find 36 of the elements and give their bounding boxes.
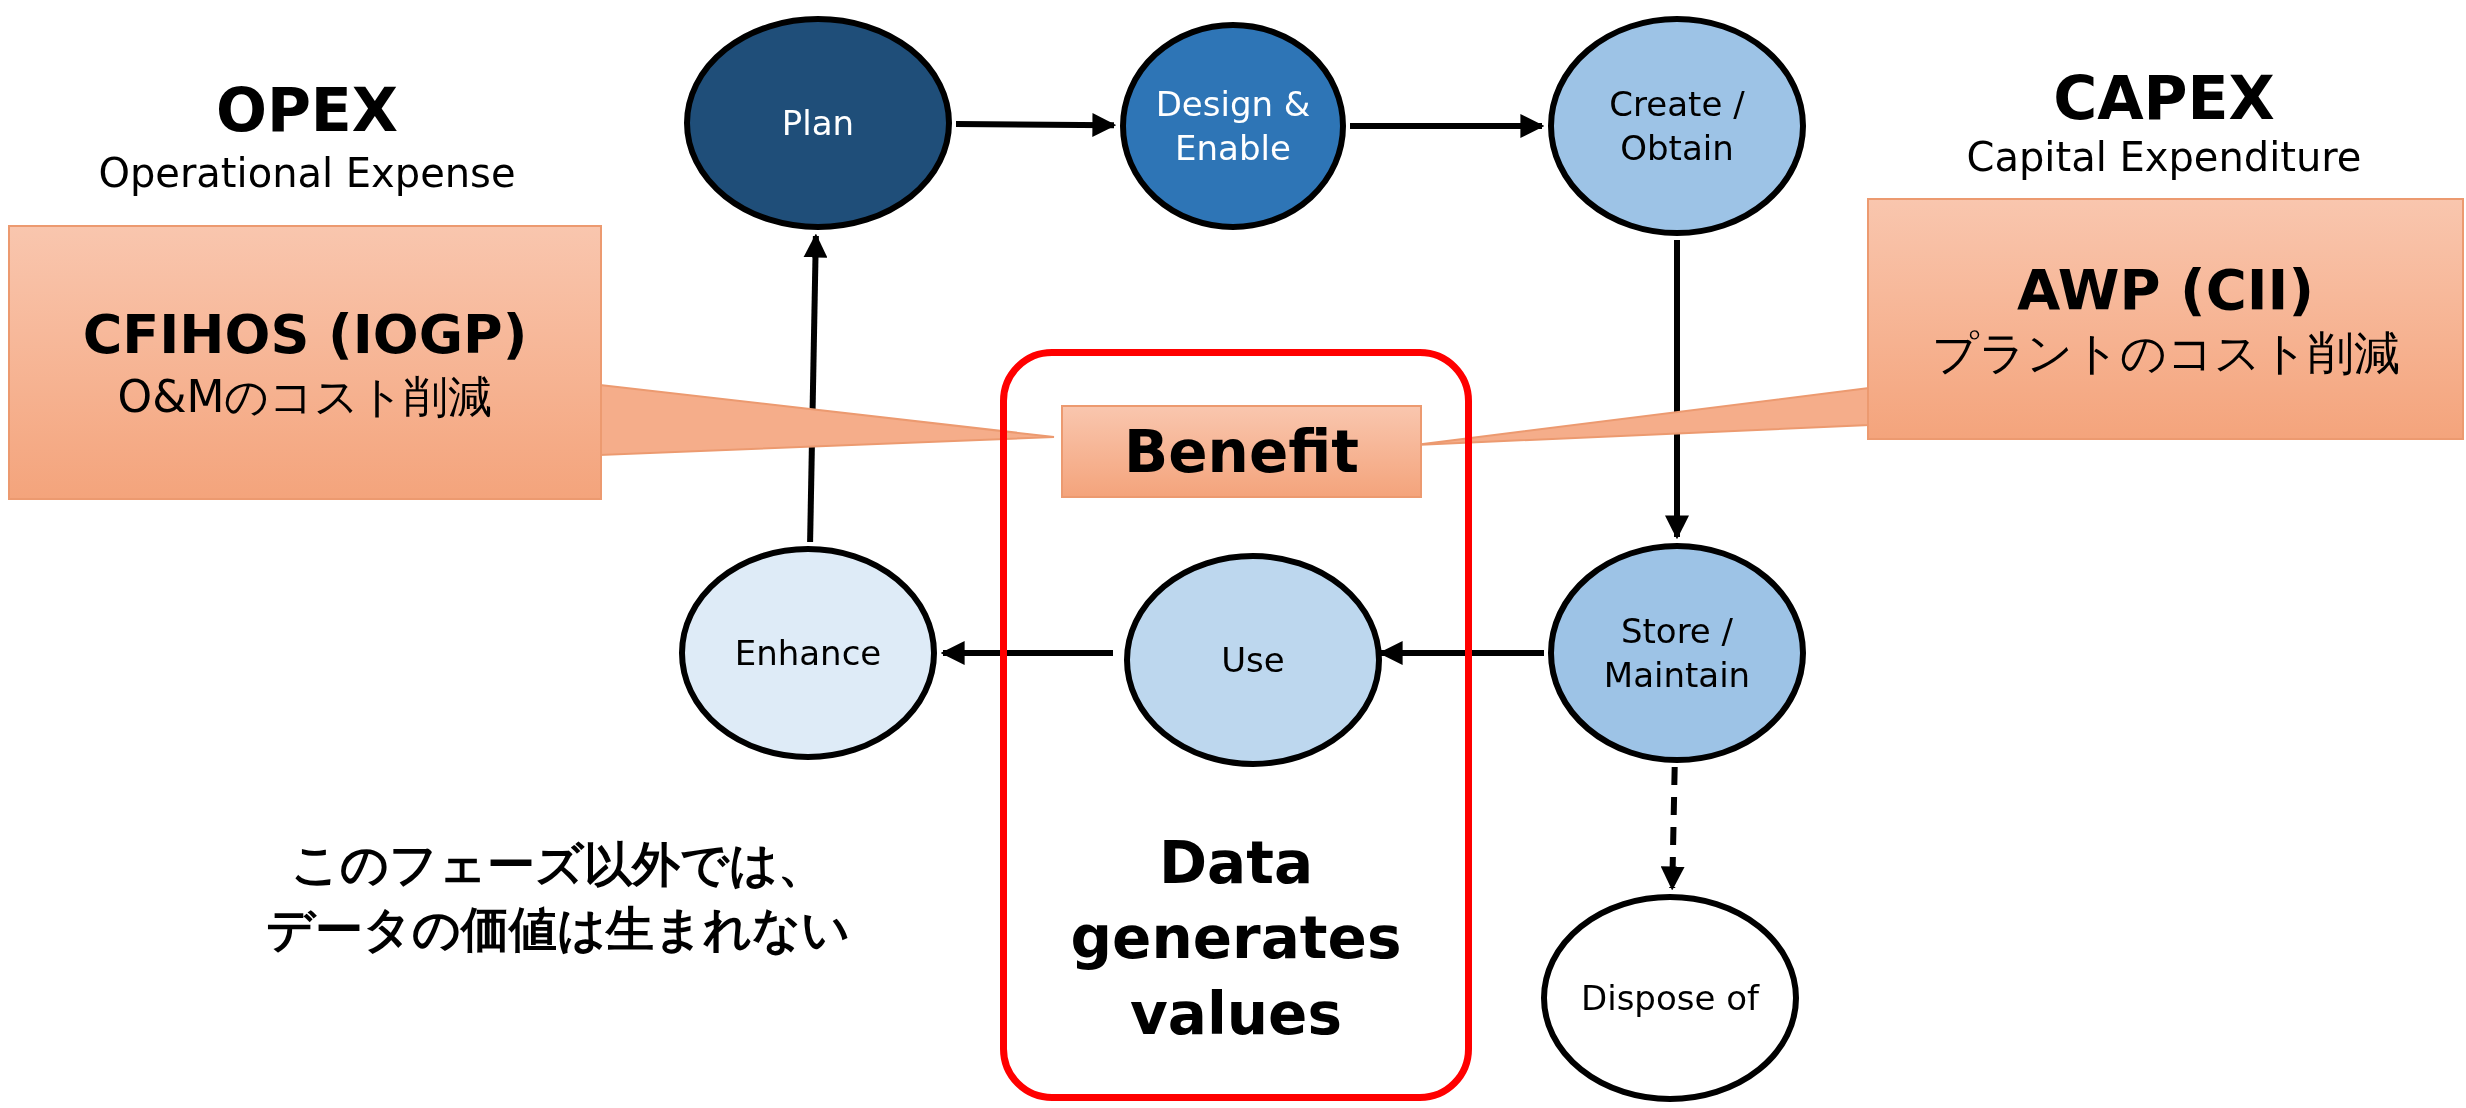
callout-text: プラントのコスト削減 bbox=[1931, 325, 2400, 383]
arrow bbox=[940, 641, 1113, 665]
callout-box bbox=[8, 225, 602, 500]
arrow bbox=[1660, 766, 1685, 891]
arrow bbox=[803, 233, 828, 543]
heading: OPEX bbox=[214, 74, 400, 147]
label-box bbox=[1061, 405, 1422, 498]
callout-pointer bbox=[599, 383, 1055, 457]
note-text: このフェーズ以外では、データの価値は生まれない bbox=[265, 835, 851, 959]
lifecycle-ellipse bbox=[679, 546, 937, 760]
highlight-frame bbox=[1000, 349, 1472, 1101]
node-label: Create / Obtain bbox=[1608, 82, 1746, 170]
lifecycle-ellipse bbox=[1124, 553, 1382, 767]
arrow bbox=[955, 113, 1117, 137]
node-label: Store / Maintain bbox=[1602, 609, 1752, 697]
lifecycle-ellipse bbox=[684, 16, 952, 230]
arrow bbox=[1350, 114, 1545, 138]
node-label: Design & Enable bbox=[1154, 82, 1312, 170]
node-label: Dispose of bbox=[1581, 976, 1759, 1020]
callout-title: AWP (CII) bbox=[2016, 256, 2315, 325]
frame-caption: Data generates values bbox=[1069, 828, 1403, 1050]
subheading: Capital Expenditure bbox=[1965, 133, 2363, 182]
arrow bbox=[1665, 240, 1689, 540]
node-label: Enhance bbox=[734, 631, 882, 675]
lifecycle-ellipse bbox=[1541, 894, 1799, 1102]
heading: CAPEX bbox=[2052, 62, 2276, 135]
node-label: Plan bbox=[781, 101, 855, 145]
node-label: Use bbox=[1221, 638, 1285, 682]
callout-box bbox=[1867, 198, 2464, 440]
callout-title: CFIHOS (IOGP) bbox=[82, 302, 528, 369]
callout-text: O&Mのコスト削減 bbox=[117, 369, 493, 424]
lifecycle-ellipse bbox=[1120, 22, 1346, 230]
subheading: Operational Expense bbox=[97, 149, 517, 198]
lifecycle-ellipse bbox=[1548, 16, 1806, 236]
lifecycle-ellipse bbox=[1548, 543, 1806, 763]
benefit-label: Benefit bbox=[1124, 417, 1359, 486]
